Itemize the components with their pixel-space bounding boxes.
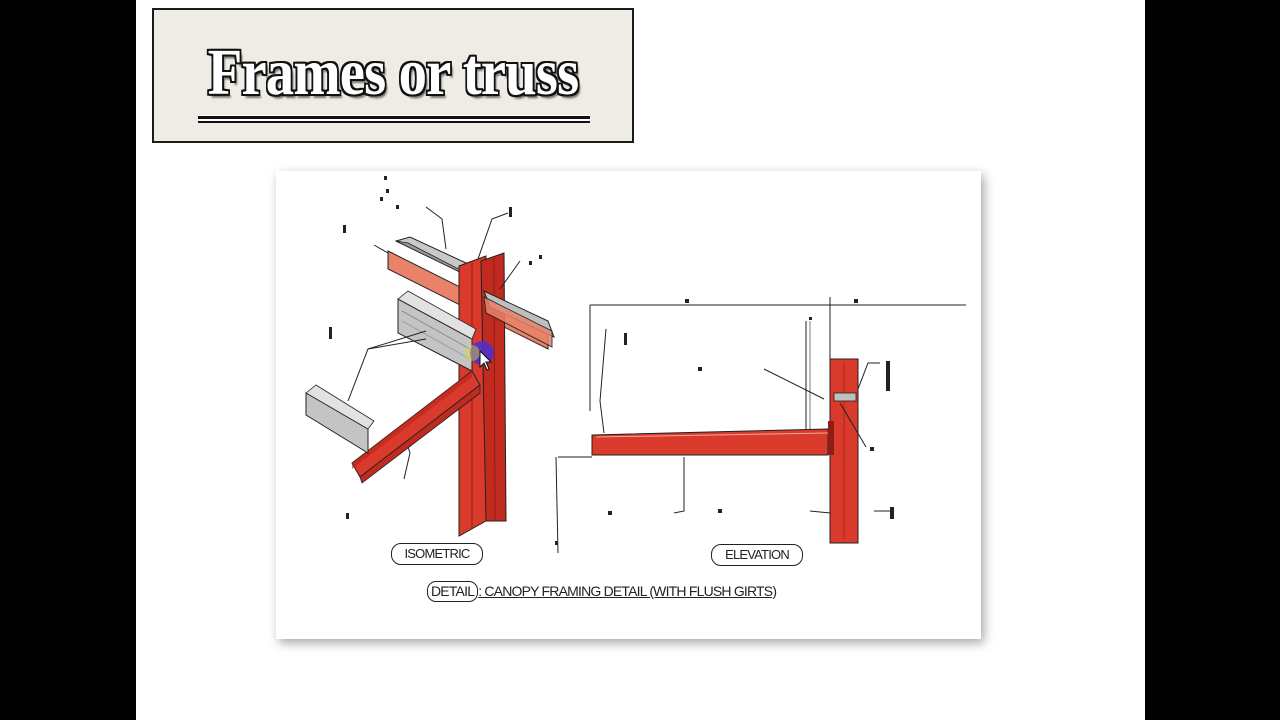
caption-detail-tag: DETAIL [427,581,479,602]
canopy-drawing [305,176,966,554]
title-underline [198,116,590,119]
elevation-view [555,297,966,554]
slide: Frames or truss [136,0,1145,720]
mouse-pointer-icon [479,349,493,371]
caption-text: : CANOPY FRAMING DETAIL (WITH FLUSH GIRT… [478,583,777,599]
isometric-view [305,176,555,537]
elevation-canopy-beam [591,428,829,456]
canopy-framing-figure: ISOMETRIC ELEVATION DETAIL: CANOPY FRAMI… [276,171,981,639]
slide-title: Frames or truss [207,36,580,109]
elevation-label: ELEVATION [711,544,803,566]
figure-caption: DETAIL: CANOPY FRAMING DETAIL (WITH FLUS… [427,581,777,602]
title-box: Frames or truss [152,8,634,143]
isometric-label: ISOMETRIC [391,543,483,565]
